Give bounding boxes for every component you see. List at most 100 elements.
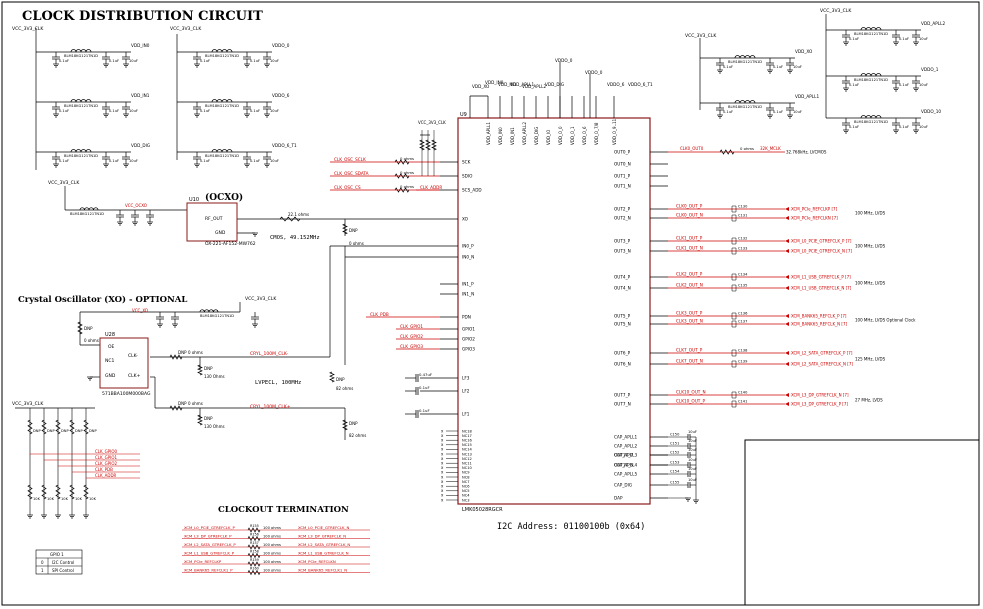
strap-net-label: CLK_GPIO0 (95, 449, 117, 454)
filter-cap (892, 30, 900, 46)
xo-net-minus: CRYL_100M_CLK- (250, 351, 288, 357)
left-pin-label: IN0_N (462, 255, 474, 260)
cap-val: 10uF (129, 109, 138, 113)
term-ref: R157 (250, 541, 259, 545)
right-net-label: CLK7_OUT_N (676, 359, 703, 364)
filter-cap (243, 102, 251, 118)
left-pin-label: SCK (462, 160, 471, 165)
filter-cap (912, 30, 920, 46)
strap-pullup (83, 419, 89, 435)
ac-cap (731, 247, 737, 255)
nc-mark: x (441, 479, 444, 484)
ac-cap (731, 320, 737, 328)
strap-pullup (41, 419, 47, 435)
out0-label: CLK0_OUT0 (680, 146, 704, 151)
nc-mark: x (441, 484, 444, 489)
cap-val: 0.1uF (250, 109, 260, 113)
ocxo-cap (146, 210, 154, 226)
ocxo-ref: U10 (189, 197, 199, 203)
cap-ref: C151 (670, 442, 679, 446)
filter-cap (716, 58, 724, 74)
right-net-dest: XCM_L3_DP_GTREFCLK_P [7] (791, 402, 848, 407)
right-pin-label: CAP_APLL5 (614, 472, 637, 477)
svg-text:10K: 10K (61, 497, 69, 501)
nc-mark: x (441, 497, 444, 502)
right-net-dest: XCM_BANK65_REFCLK_P [7] (791, 314, 847, 319)
top-rail-label: VDD_IN1 (498, 82, 517, 87)
ac-cap-ref: C137 (738, 320, 747, 324)
left-pin-label: XO (462, 217, 469, 222)
nc-mark: x (441, 465, 444, 470)
filter-cap (102, 152, 110, 168)
resistor-value: 0 ohms (400, 170, 414, 175)
right-net-dest: XCM_L1_USB_GTREFCLK_P [7] (791, 275, 851, 280)
cap-val: 10uF (129, 159, 138, 163)
nc-pin-label: NC7 (462, 480, 469, 484)
right-pin-label: OUT3_P (614, 239, 631, 244)
cap-val: 10uF (688, 478, 697, 482)
cap-val: 10uF (688, 467, 697, 471)
left-pin-label: IN1_P (462, 282, 474, 287)
svg-text:DNP: DNP (336, 377, 345, 382)
xo-pin-clkp: CLK+ (128, 373, 141, 379)
left-net-label: CLK_OSC_SDATA (334, 171, 369, 176)
right-pin-label: OUT1_N (614, 184, 631, 189)
svg-text:32K_MCLK: 32K_MCLK (760, 146, 781, 151)
cap-val: 0.1uF (773, 65, 783, 69)
filter-cap (766, 58, 774, 74)
ferrite-label: BLM18KG121TN1D (728, 60, 762, 64)
ferrite-label: BLM18KG121TN1D (64, 104, 98, 108)
xo-part: 571BBA100M000BAG (102, 391, 151, 397)
cap-val: 0.1uF (59, 159, 69, 163)
gpio-row1-desc: SPI Control (52, 568, 74, 573)
ocxo-cap (116, 210, 124, 226)
term-value: 100 ohms (263, 535, 281, 539)
lf-cap-value: 0.47uF (419, 372, 432, 377)
net-port (785, 393, 789, 397)
cap-val: 10uF (270, 109, 279, 113)
sdio-resistor (394, 173, 410, 179)
term-ref: R159 (250, 558, 259, 562)
nc-mark: x (441, 442, 444, 447)
ac-cap (731, 349, 737, 357)
filter-cap (786, 103, 794, 119)
xo-cap (171, 312, 179, 328)
ac-cap (731, 312, 737, 320)
cap-val: 0.1uF (849, 125, 859, 129)
rail-label: VDDO_6_T1 (272, 143, 297, 148)
left-pin-label: SDIO (462, 174, 473, 179)
ocxo-cap (131, 210, 139, 226)
top-rail-label: VDD_DIG (545, 82, 564, 87)
filter-cap (263, 152, 271, 168)
top-rail-label: VDDO_0 (585, 70, 603, 75)
left-net-label: CLK_ADDR (420, 185, 442, 190)
ocxo-block: U10 RF_OUT GND OX-221-AF152-MW762 CMOS, … (186, 197, 320, 247)
cap-ref: C153 (670, 461, 679, 465)
cap-val: 0.1uF (723, 110, 733, 114)
page-title: CLOCK DISTRIBUTION CIRCUIT (22, 9, 263, 24)
strap-pullup (27, 419, 33, 435)
cmos-note: CMOS, 49.152MHz (270, 235, 320, 241)
ferrite-label: BLM18KG121TN1D (854, 120, 888, 124)
cap-val: 10uF (919, 37, 928, 41)
freq-note: 125 MHz, LVDS (855, 357, 886, 362)
right-pin-label: CAP_APLL4 (614, 463, 637, 468)
filter-cap (122, 152, 130, 168)
right-net-label: CLK1_OUT_P (676, 236, 703, 241)
right-pin-label: OUT5_N (614, 322, 631, 327)
vcc-label: VCC_3V3_CLK (685, 33, 717, 39)
dnp-label: 0 ohms (188, 350, 203, 355)
nc-pin-label: NC10 (462, 466, 472, 470)
freq-note: 100 MHz, LVDS (855, 244, 886, 249)
right-net-dest: XCM_L0_PCIE_GTREFCLK_P [7] (791, 239, 852, 244)
right-pin-label: CAP_APLL3 (614, 453, 637, 458)
ac-cap (731, 205, 737, 213)
left-net-label: CLK_OSC_SCLK (334, 157, 366, 162)
